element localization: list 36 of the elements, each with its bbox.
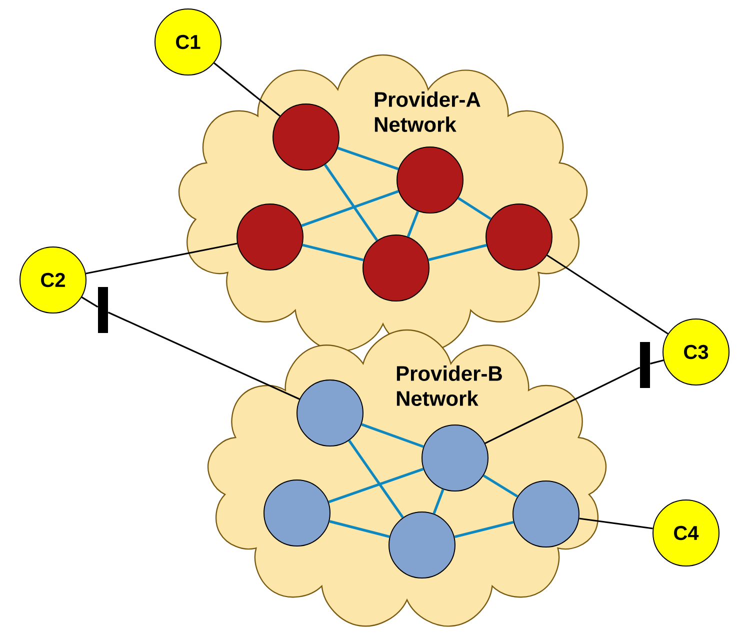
router-circle bbox=[422, 424, 488, 492]
link-line bbox=[432, 488, 444, 514]
router-circle bbox=[362, 234, 430, 302]
router-circle bbox=[388, 512, 456, 578]
link-line bbox=[454, 520, 514, 538]
link-line bbox=[328, 468, 424, 504]
router-circle bbox=[296, 380, 364, 446]
router-circle bbox=[396, 146, 464, 214]
cloud-label: Provider-A Network bbox=[374, 92, 480, 132]
router-circle bbox=[486, 204, 552, 270]
link-line bbox=[428, 244, 487, 262]
link-line bbox=[650, 360, 664, 364]
blocking-bar bbox=[640, 342, 650, 388]
link-line bbox=[214, 62, 280, 117]
link-line bbox=[348, 440, 404, 518]
link-line bbox=[108, 312, 300, 400]
link-line bbox=[302, 244, 364, 262]
link-line bbox=[86, 242, 238, 274]
router-circle bbox=[236, 204, 304, 270]
link-line bbox=[324, 164, 378, 242]
router-circle bbox=[272, 104, 340, 170]
blocking-bar bbox=[98, 287, 108, 333]
link-line bbox=[579, 518, 653, 530]
link-line bbox=[301, 190, 399, 227]
link-line bbox=[337, 146, 399, 170]
link-line bbox=[329, 520, 390, 538]
link-line bbox=[81, 296, 98, 308]
router-circle bbox=[512, 480, 580, 548]
router-circle bbox=[264, 480, 330, 546]
link-line bbox=[361, 423, 424, 448]
link-line bbox=[546, 254, 668, 334]
link-line bbox=[482, 474, 518, 498]
link-line bbox=[406, 210, 420, 238]
link-line bbox=[458, 196, 492, 220]
cloud-label: Provider-B Network bbox=[396, 366, 502, 406]
link-line bbox=[484, 366, 640, 444]
